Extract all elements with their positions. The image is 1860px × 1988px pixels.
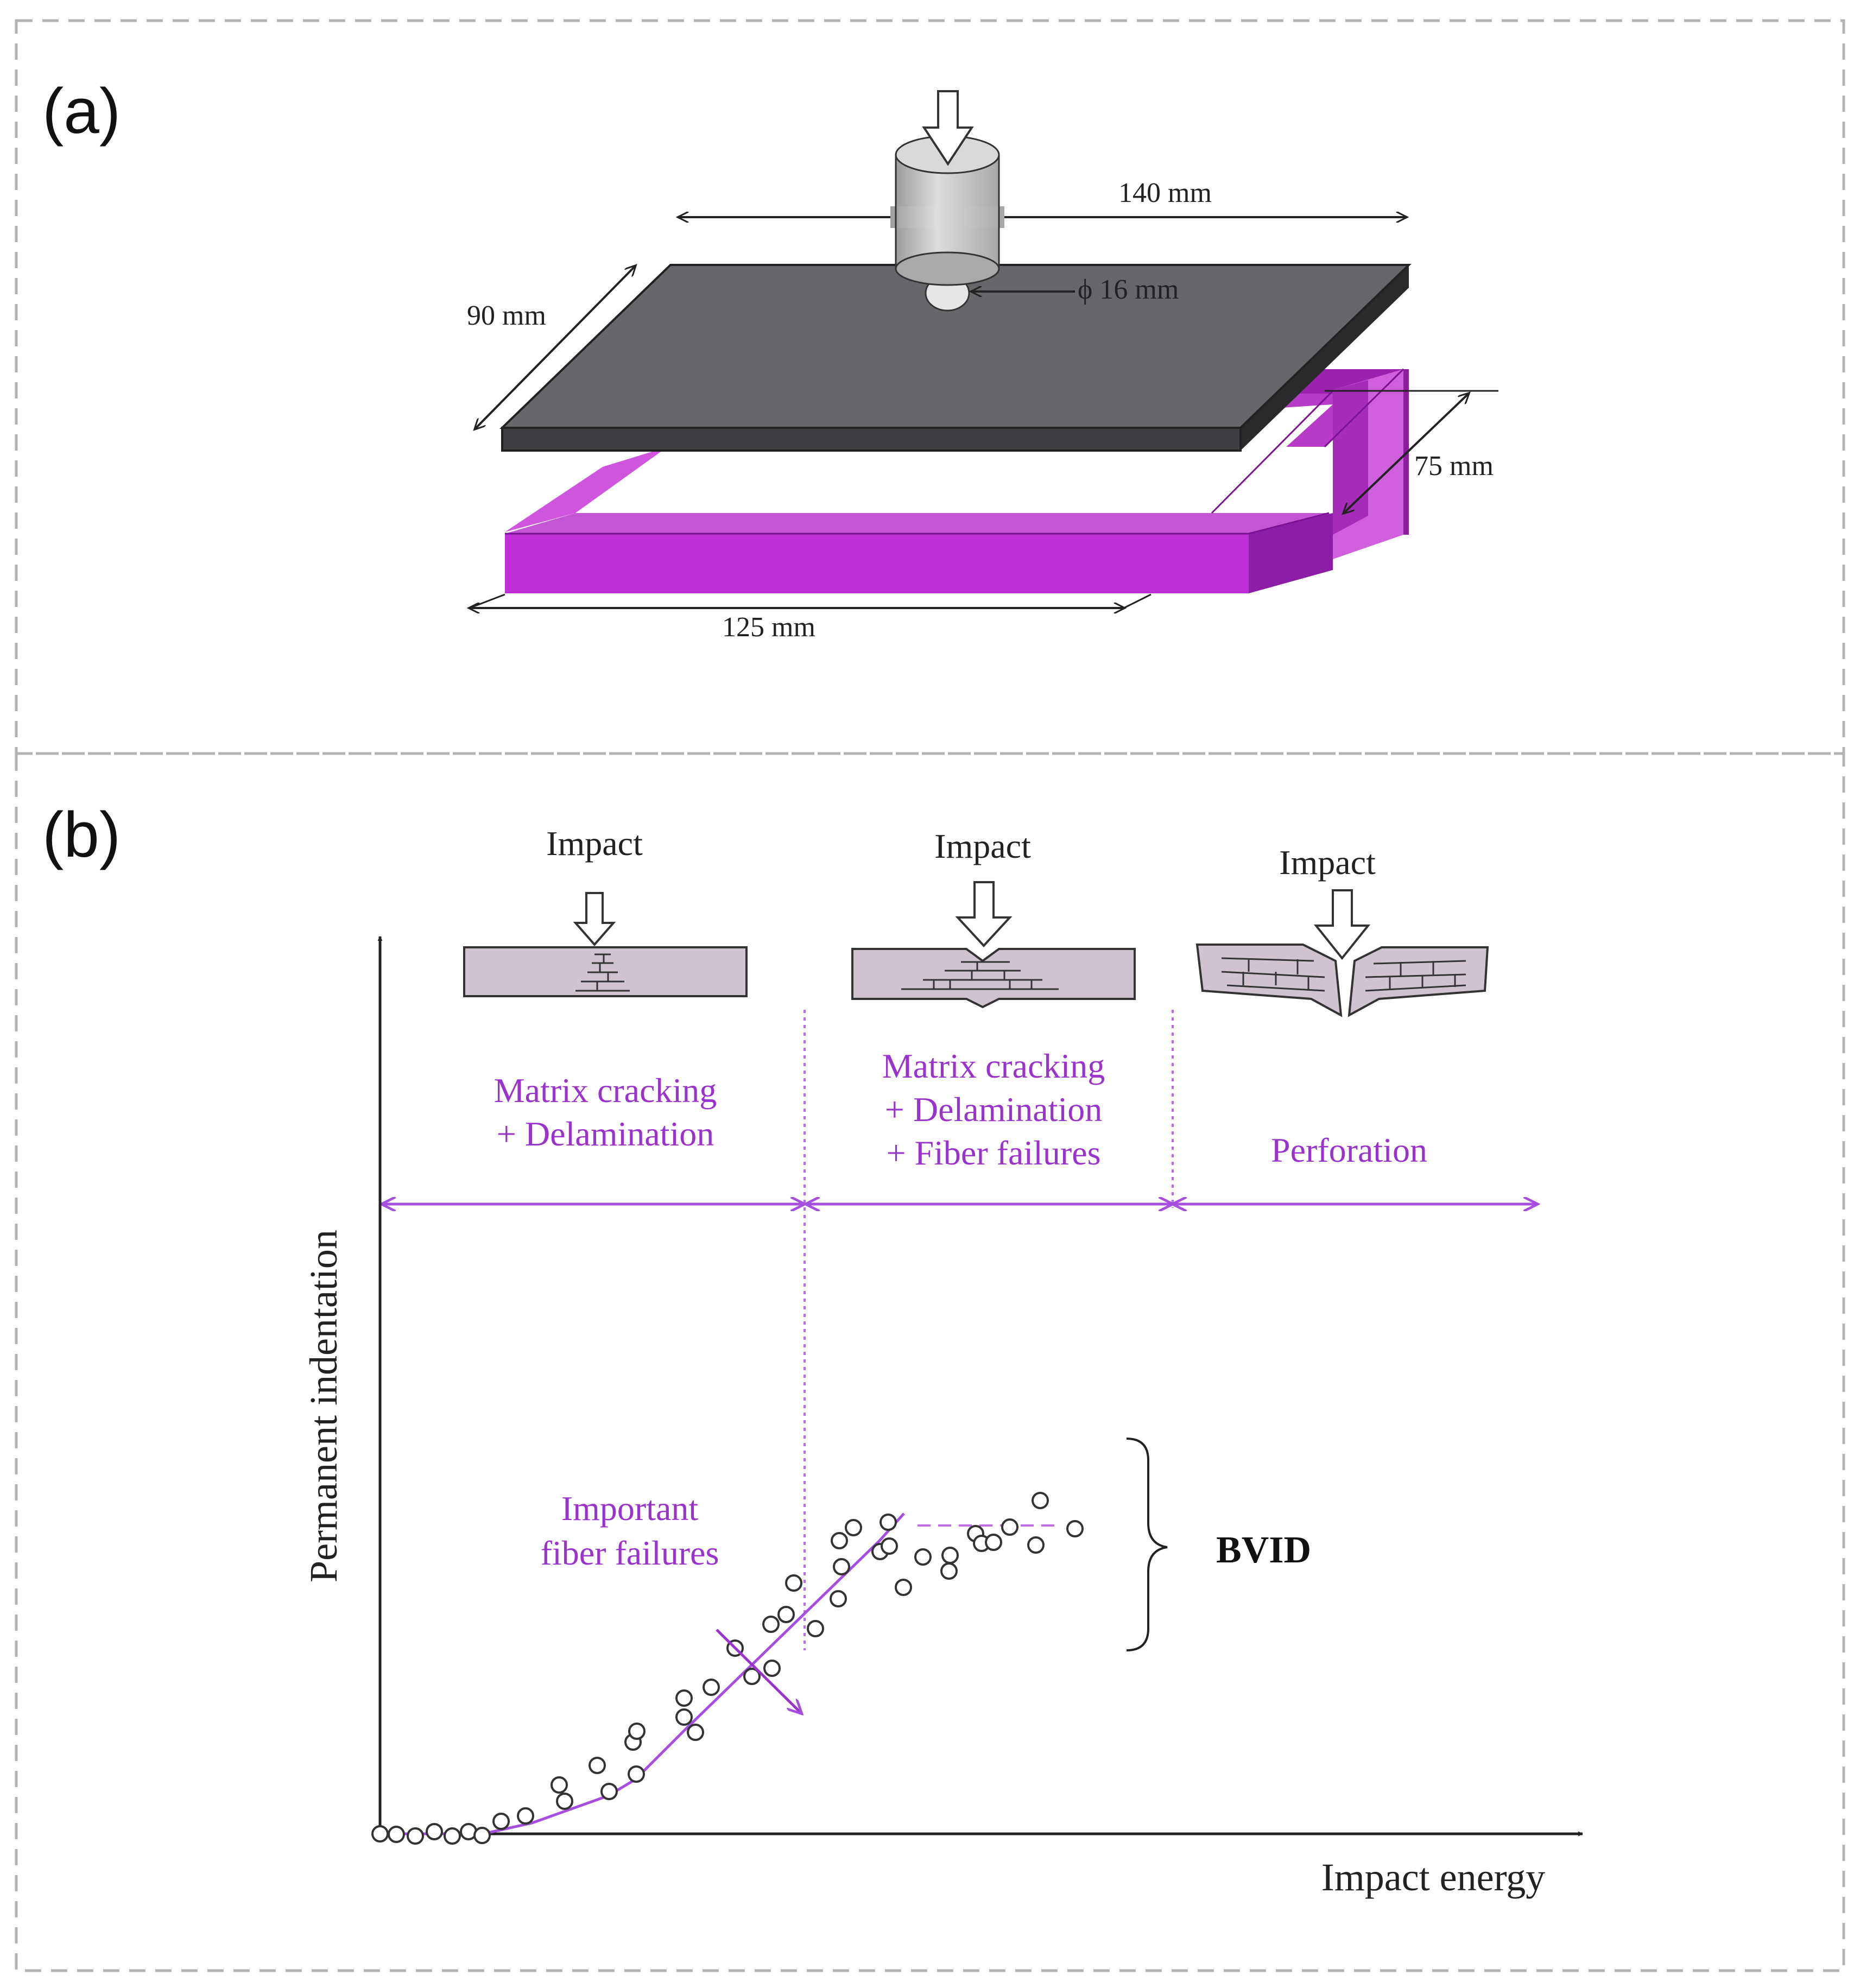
data-point-25	[777, 1606, 795, 1623]
region-text-1: Matrix cracking + Delamination	[494, 1071, 717, 1153]
annotation-fiber-line-2: fiber failures	[541, 1534, 719, 1572]
data-point-24	[763, 1660, 781, 1677]
data-point-5	[444, 1827, 461, 1845]
impact-label-3: Impact	[1279, 843, 1376, 882]
data-point-18	[675, 1689, 693, 1707]
data-points	[371, 1492, 1084, 1845]
data-point-13	[600, 1783, 618, 1800]
data-point-43	[1027, 1536, 1045, 1554]
panel-a: (a)	[42, 75, 1498, 643]
specimen-icon-1	[463, 892, 748, 997]
data-point-28	[830, 1590, 847, 1607]
dim-support-width-text: 75 mm	[1414, 451, 1494, 482]
dim-support-length-text: 125 mm	[722, 612, 815, 643]
data-point-45	[1066, 1520, 1084, 1537]
data-point-11	[551, 1776, 568, 1794]
data-point-38	[941, 1547, 959, 1564]
data-point-17	[675, 1708, 693, 1726]
data-point-42	[1001, 1518, 1018, 1536]
data-point-23	[762, 1616, 780, 1633]
data-point-26	[785, 1574, 802, 1592]
panel-b-frame	[15, 752, 1845, 1972]
impactor-arrow	[922, 90, 974, 166]
data-point-15	[628, 1765, 645, 1783]
data-point-3	[407, 1827, 424, 1845]
region-3-line-1: Perforation	[1271, 1131, 1427, 1169]
region-1-line-1: Matrix cracking	[494, 1071, 717, 1110]
region-2-line-3: + Fiber failures	[886, 1134, 1100, 1172]
panel-b-label: (b)	[42, 799, 121, 871]
data-point-4	[426, 1823, 443, 1840]
data-point-22	[743, 1668, 761, 1685]
data-point-35	[895, 1579, 912, 1596]
data-point-30	[831, 1532, 848, 1549]
dim-width-text: 90 mm	[467, 300, 546, 331]
data-point-19	[687, 1724, 704, 1741]
bvid-label: BVID	[1216, 1529, 1311, 1571]
data-point-20	[703, 1679, 720, 1696]
panel-b: (b) Impact Impact Impact	[42, 799, 1583, 1899]
data-point-8	[492, 1813, 510, 1830]
impact-label-2: Impact	[934, 827, 1031, 865]
region-1-line-2: + Delamination	[497, 1115, 714, 1153]
data-point-16	[628, 1723, 646, 1740]
region-2-line-2: + Delamination	[885, 1090, 1102, 1129]
specimen-icon-3	[1195, 889, 1489, 1017]
data-point-1	[371, 1825, 389, 1843]
dim-length-text: 140 mm	[1118, 178, 1212, 208]
annotation-fiber-arrow	[716, 1629, 801, 1713]
data-point-33	[880, 1514, 897, 1531]
region-2-line-1: Matrix cracking	[882, 1047, 1105, 1085]
data-point-9	[517, 1807, 534, 1825]
panel-a-label: (a)	[42, 75, 121, 147]
data-point-10	[556, 1793, 573, 1810]
y-axis-label: Permanent indentation	[302, 1230, 345, 1582]
data-point-34	[881, 1537, 898, 1555]
data-point-41	[985, 1534, 1002, 1551]
data-point-12	[589, 1757, 606, 1774]
data-point-7	[473, 1827, 491, 1844]
impact-label-1: Impact	[546, 824, 643, 863]
data-point-44	[1032, 1492, 1049, 1509]
annotation-fiber-line-1: Important	[561, 1489, 699, 1528]
laminate-plate	[499, 264, 1412, 452]
dim-width-line	[475, 266, 635, 429]
specimen-icon-2	[851, 881, 1136, 1009]
region-text-3: Perforation	[1271, 1131, 1427, 1169]
data-point-27	[807, 1620, 824, 1637]
data-point-37	[940, 1562, 958, 1580]
region-text-2: Matrix cracking + Delamination + Fiber f…	[882, 1047, 1105, 1172]
dim-impactor-text: ϕ 16 mm	[1078, 274, 1179, 305]
dim-support-width-line	[1344, 394, 1469, 513]
data-point-2	[388, 1826, 405, 1843]
data-point-36	[914, 1548, 932, 1566]
bvid-brace	[1126, 1438, 1168, 1651]
x-axis-label: Impact energy	[1321, 1856, 1546, 1899]
data-point-31	[845, 1519, 862, 1536]
data-point-29	[833, 1558, 850, 1575]
